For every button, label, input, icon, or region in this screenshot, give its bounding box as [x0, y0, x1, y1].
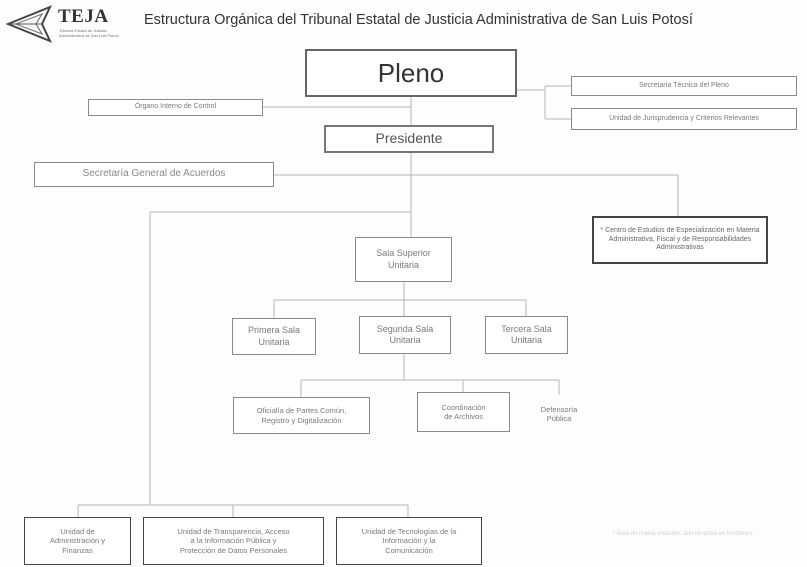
- node-pleno-label: Pleno: [377, 57, 445, 88]
- node-unidad-administracion: Unidad de Administración y Finanzas: [24, 517, 131, 565]
- teja-logo-icon: [6, 5, 52, 43]
- node-secretaria-general-acuerdos: Secretaría General de Acuerdos: [34, 162, 274, 187]
- node-defensoria-publica-label-2: Pública: [546, 414, 572, 423]
- node-tercera-sala: Tercera Sala Unitaria: [485, 316, 568, 354]
- node-centro-estudios-label: * Centro de Estudios de Especialización …: [600, 226, 760, 252]
- node-coordinacion-archivos-label-1: Coordinación: [441, 402, 486, 412]
- node-unidad-transparencia-label-1: Unidad de Transparencia, Acceso: [177, 526, 290, 536]
- node-oficialia-partes-label-2: Registro y Digitalización: [261, 415, 342, 425]
- node-unidad-tecnologias-label-2: Información y la: [382, 536, 436, 546]
- node-secretaria-tecnica-label: Secretaría Técnica del Pleno: [639, 81, 729, 89]
- node-unidad-tecnologias-label-3: Comunicación: [385, 545, 433, 555]
- node-unidad-jurisprudencia-label: Unidad de Jurisprudencia y Criterios Rel…: [609, 114, 759, 122]
- node-defensoria-publica-label-1: Defensoría: [540, 404, 578, 414]
- node-presidente-label: Presidente: [375, 130, 443, 147]
- node-coordinacion-archivos: Coordinación de Archivos: [417, 392, 510, 432]
- node-coordinacion-archivos-label-2: de Archivos: [444, 412, 483, 421]
- node-pleno: Pleno: [305, 49, 517, 97]
- node-primera-sala: Primera Sala Unitaria: [232, 318, 316, 355]
- node-unidad-transparencia-label-2: a la Información Pública y: [190, 536, 277, 546]
- node-unidad-transparencia-label-3: Protección de Datos Personales: [179, 545, 288, 555]
- node-oficialia-partes-label-1: Oficialía de Partes Común,: [256, 406, 347, 416]
- node-oficialia-partes: Oficialía de Partes Común, Registro y Di…: [233, 397, 370, 434]
- node-segunda-sala-label-1: Segunda Sala: [376, 323, 434, 334]
- node-unidad-transparencia: Unidad de Transparencia, Acceso a la Inf…: [143, 517, 324, 565]
- logo-subtext: Tribunal Estatal de Justicia Administrat…: [59, 28, 119, 38]
- node-secretaria-tecnica: Secretaría Técnica del Pleno: [571, 76, 797, 96]
- node-primera-sala-label-1: Primera Sala: [247, 325, 301, 336]
- teja-logo: TEJA Tribunal Estatal de Justicia Admini…: [6, 4, 134, 44]
- node-segunda-sala: Segunda Sala Unitaria: [359, 316, 451, 354]
- node-segunda-sala-label-2: Unitaria: [389, 335, 421, 345]
- node-tercera-sala-label-2: Unitaria: [510, 335, 542, 345]
- page-title: Estructura Orgánica del Tribunal Estatal…: [144, 12, 693, 28]
- node-unidad-administracion-label-2: Administración y: [49, 536, 106, 546]
- node-primera-sala-label-2: Unitaria: [258, 336, 290, 347]
- node-tercera-sala-label-1: Tercera Sala: [501, 323, 552, 334]
- node-unidad-tecnologias: Unidad de Tecnologías de la Información …: [336, 517, 482, 565]
- node-presidente: Presidente: [324, 125, 494, 153]
- node-unidad-tecnologias-label-1: Unidad de Tecnologías de la: [361, 526, 457, 536]
- logo-name: TEJA: [58, 6, 109, 27]
- node-sala-superior-label-2: Unitaria: [387, 259, 419, 270]
- node-defensoria-publica: Defensoría Pública: [525, 395, 593, 433]
- node-centro-estudios: * Centro de Estudios de Especialización …: [592, 216, 768, 264]
- node-unidad-jurisprudencia: Unidad de Jurisprudencia y Criterios Rel…: [571, 108, 797, 130]
- node-sala-superior: Sala Superior Unitaria: [355, 237, 452, 282]
- node-secretaria-general-acuerdos-label: Secretaría General de Acuerdos: [82, 168, 226, 180]
- footnote: * Área de nueva creación, aún no entra e…: [612, 531, 753, 537]
- node-unidad-administracion-label-1: Unidad de: [60, 526, 95, 536]
- node-organo-interno-control-label: Órgano Interno de Control: [134, 103, 217, 111]
- node-organo-interno-control: Órgano Interno de Control: [88, 99, 263, 116]
- node-unidad-administracion-label-3: Finanzas: [62, 545, 93, 555]
- node-sala-superior-label-1: Sala Superior: [376, 248, 431, 259]
